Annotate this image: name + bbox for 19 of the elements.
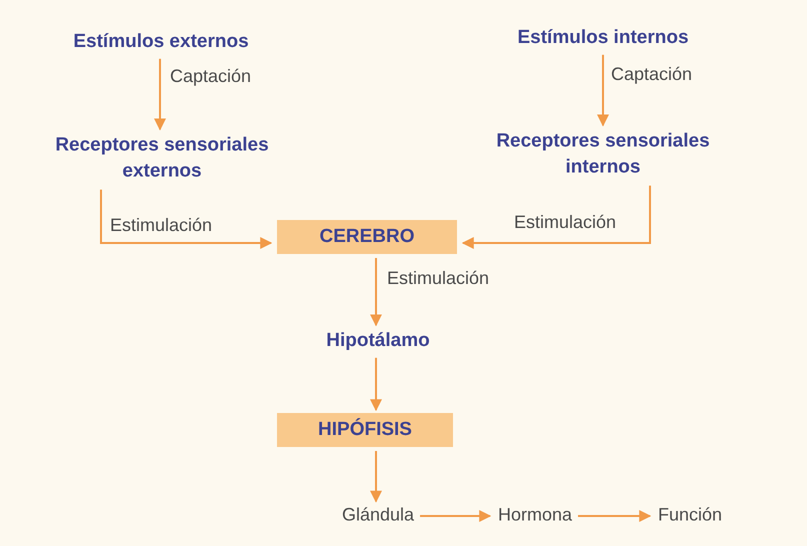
- arrow: [154, 58, 166, 131]
- node-label: Receptores sensoriales internos: [483, 128, 723, 180]
- node-label: Función: [658, 504, 722, 526]
- arrow: [100, 190, 272, 249]
- arrow: [370, 358, 382, 412]
- process-box: HIPÓFISIS: [277, 413, 453, 447]
- arrow: [578, 510, 652, 522]
- arrow: [462, 186, 651, 249]
- node-label: Glándula: [342, 504, 414, 526]
- node-label: Receptores sensoriales externos: [42, 132, 282, 184]
- arrow: [597, 54, 609, 127]
- process-box: CEREBRO: [277, 220, 457, 254]
- arrow: [420, 510, 492, 522]
- arrow: [370, 258, 382, 326]
- node-label: Hipotálamo: [298, 328, 458, 354]
- node-label: Hormona: [498, 504, 572, 526]
- node-label: Estímulos internos: [483, 25, 723, 51]
- node-label: Estímulos externos: [41, 29, 281, 55]
- arrow: [370, 451, 382, 503]
